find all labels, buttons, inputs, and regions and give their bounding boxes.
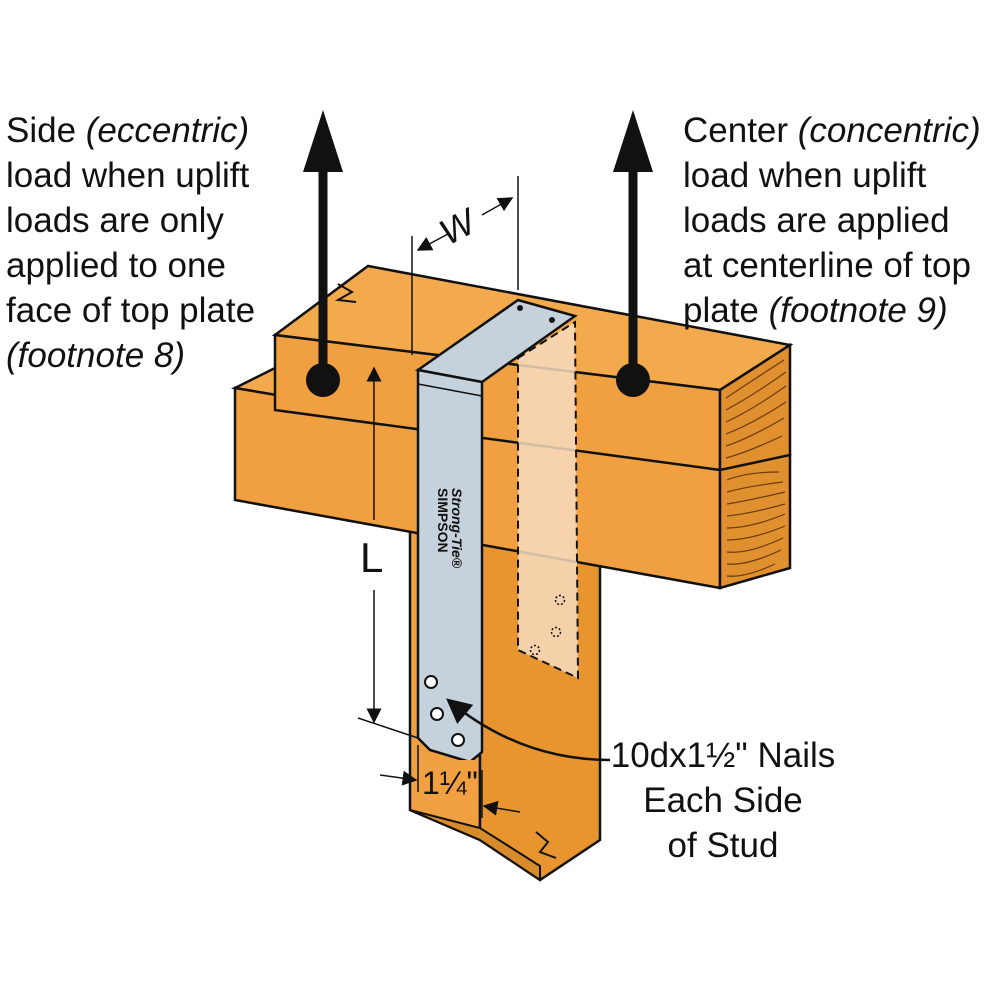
nails-callout-line1: 10dx1½" Nails — [610, 736, 836, 775]
nails-callout-line3: of Stud — [667, 826, 779, 865]
stud-bottom-end — [409, 809, 541, 882]
hidden-strap-outline — [517, 320, 580, 680]
arrow-up-icon — [613, 110, 653, 172]
side-load-arrow — [303, 110, 343, 397]
side-callout-italic: (eccentric) — [85, 111, 250, 150]
nail-leader — [446, 698, 611, 762]
lower-plate-grain — [726, 471, 786, 577]
upper-plate-end-face — [718, 342, 792, 472]
nail-hole — [451, 733, 465, 747]
side-callout-line3: loads are only — [6, 201, 224, 240]
center-callout-italic: (concentric) — [797, 111, 981, 150]
edge-dimension: 1¼" — [379, 745, 521, 818]
load-point — [306, 363, 340, 397]
center-callout-plate: plate — [683, 291, 769, 330]
nail-hole — [430, 707, 444, 721]
center-callout-line2: load when uplift — [683, 156, 927, 195]
strap-rivet — [517, 305, 523, 311]
stud-splinter — [535, 831, 557, 859]
hidden-strap-leg — [517, 320, 580, 680]
strap-fold-line — [417, 383, 483, 397]
side-callout-line6: (footnote 8) — [6, 333, 255, 378]
strap-tie: SIMPSON Strong-Tie® — [414, 298, 578, 764]
hidden-nail-hole — [554, 594, 566, 606]
side-callout-line4: applied to one — [6, 246, 226, 285]
strap-brand-line2: Strong-Tie® — [449, 488, 465, 569]
side-callout-line2: load when uplift — [6, 156, 250, 195]
nails-callout-line2: Each Side — [643, 781, 803, 820]
side-callout-footnote: (footnote 8) — [6, 336, 185, 375]
center-callout-line3: loads are applied — [683, 201, 950, 240]
load-point — [616, 363, 650, 397]
hidden-nail-hole — [550, 626, 562, 638]
center-callout-term: Center — [683, 111, 798, 150]
center-callout-footnote: (footnote 9) — [768, 291, 948, 330]
nail-hole — [424, 675, 438, 689]
arrow-up-icon — [303, 110, 343, 172]
center-callout-line4: at centerline of top — [683, 246, 971, 285]
length-label: L — [360, 534, 383, 581]
strap-brand-line1: SIMPSON — [435, 488, 451, 553]
length-dimension: L — [357, 366, 419, 739]
upper-plate-grain — [725, 359, 787, 459]
hidden-nail-hole — [529, 644, 541, 656]
strap-rivet — [549, 317, 555, 323]
side-callout-term: Side — [6, 111, 86, 150]
center-load-callout: Center (concentric) load when uplift loa… — [683, 108, 981, 333]
side-callout-line1: Side (eccentric) — [6, 108, 255, 153]
center-load-arrow — [613, 110, 653, 397]
edge-label: 1¼" — [422, 765, 478, 801]
upper-plate-splinter — [334, 283, 357, 303]
center-callout-line1: Center (concentric) — [683, 108, 981, 153]
center-callout-line5: plate (footnote 9) — [683, 288, 981, 333]
side-load-callout: Side (eccentric) load when uplift loads … — [6, 108, 255, 378]
nails-callout: 10dx1½" Nails Each Side of Stud — [588, 733, 858, 868]
side-callout-line5: face of top plate — [6, 291, 256, 330]
width-label: W — [433, 199, 485, 253]
